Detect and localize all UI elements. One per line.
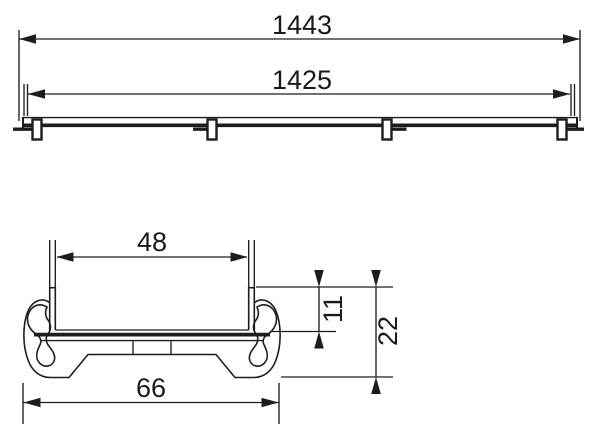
dim-1443-arrow-left-icon <box>19 34 36 44</box>
dim-66-arrow-left-icon <box>23 397 41 408</box>
dim-48-arrow-left-icon <box>56 252 74 262</box>
support-body-outline <box>23 299 281 379</box>
mounting-clip-4 <box>556 118 568 141</box>
dim-48-label: 48 <box>137 227 167 257</box>
dim-1443-label: 1443 <box>272 10 332 40</box>
dim-11-arrow-bottom-icon <box>314 331 324 349</box>
mounting-clip-1 <box>31 118 43 141</box>
dim-11-arrow-top-icon <box>314 270 324 287</box>
dim-66-label: 66 <box>136 373 166 403</box>
dim-48-arrow-right-icon <box>230 252 248 262</box>
dim-66-arrow-right-icon <box>261 397 279 408</box>
dim-1425-arrow-right-icon <box>553 89 570 99</box>
dim-1425-arrow-left-icon <box>28 89 45 99</box>
dim-22-arrow-top-icon <box>371 270 381 287</box>
mounting-clip-3 <box>381 118 393 141</box>
dim-22-label: 22 <box>373 316 403 346</box>
mounting-clip-2 <box>206 118 218 141</box>
cross-section-view: 48 11 22 <box>22 227 403 424</box>
dim-11-label: 11 <box>318 295 348 323</box>
dim-1425-label: 1425 <box>272 65 332 95</box>
top-view-side-elevation: 1443 1425 <box>13 10 584 141</box>
dim-22-arrow-bottom-icon <box>371 377 381 394</box>
dim-1443-arrow-right-icon <box>563 34 580 44</box>
